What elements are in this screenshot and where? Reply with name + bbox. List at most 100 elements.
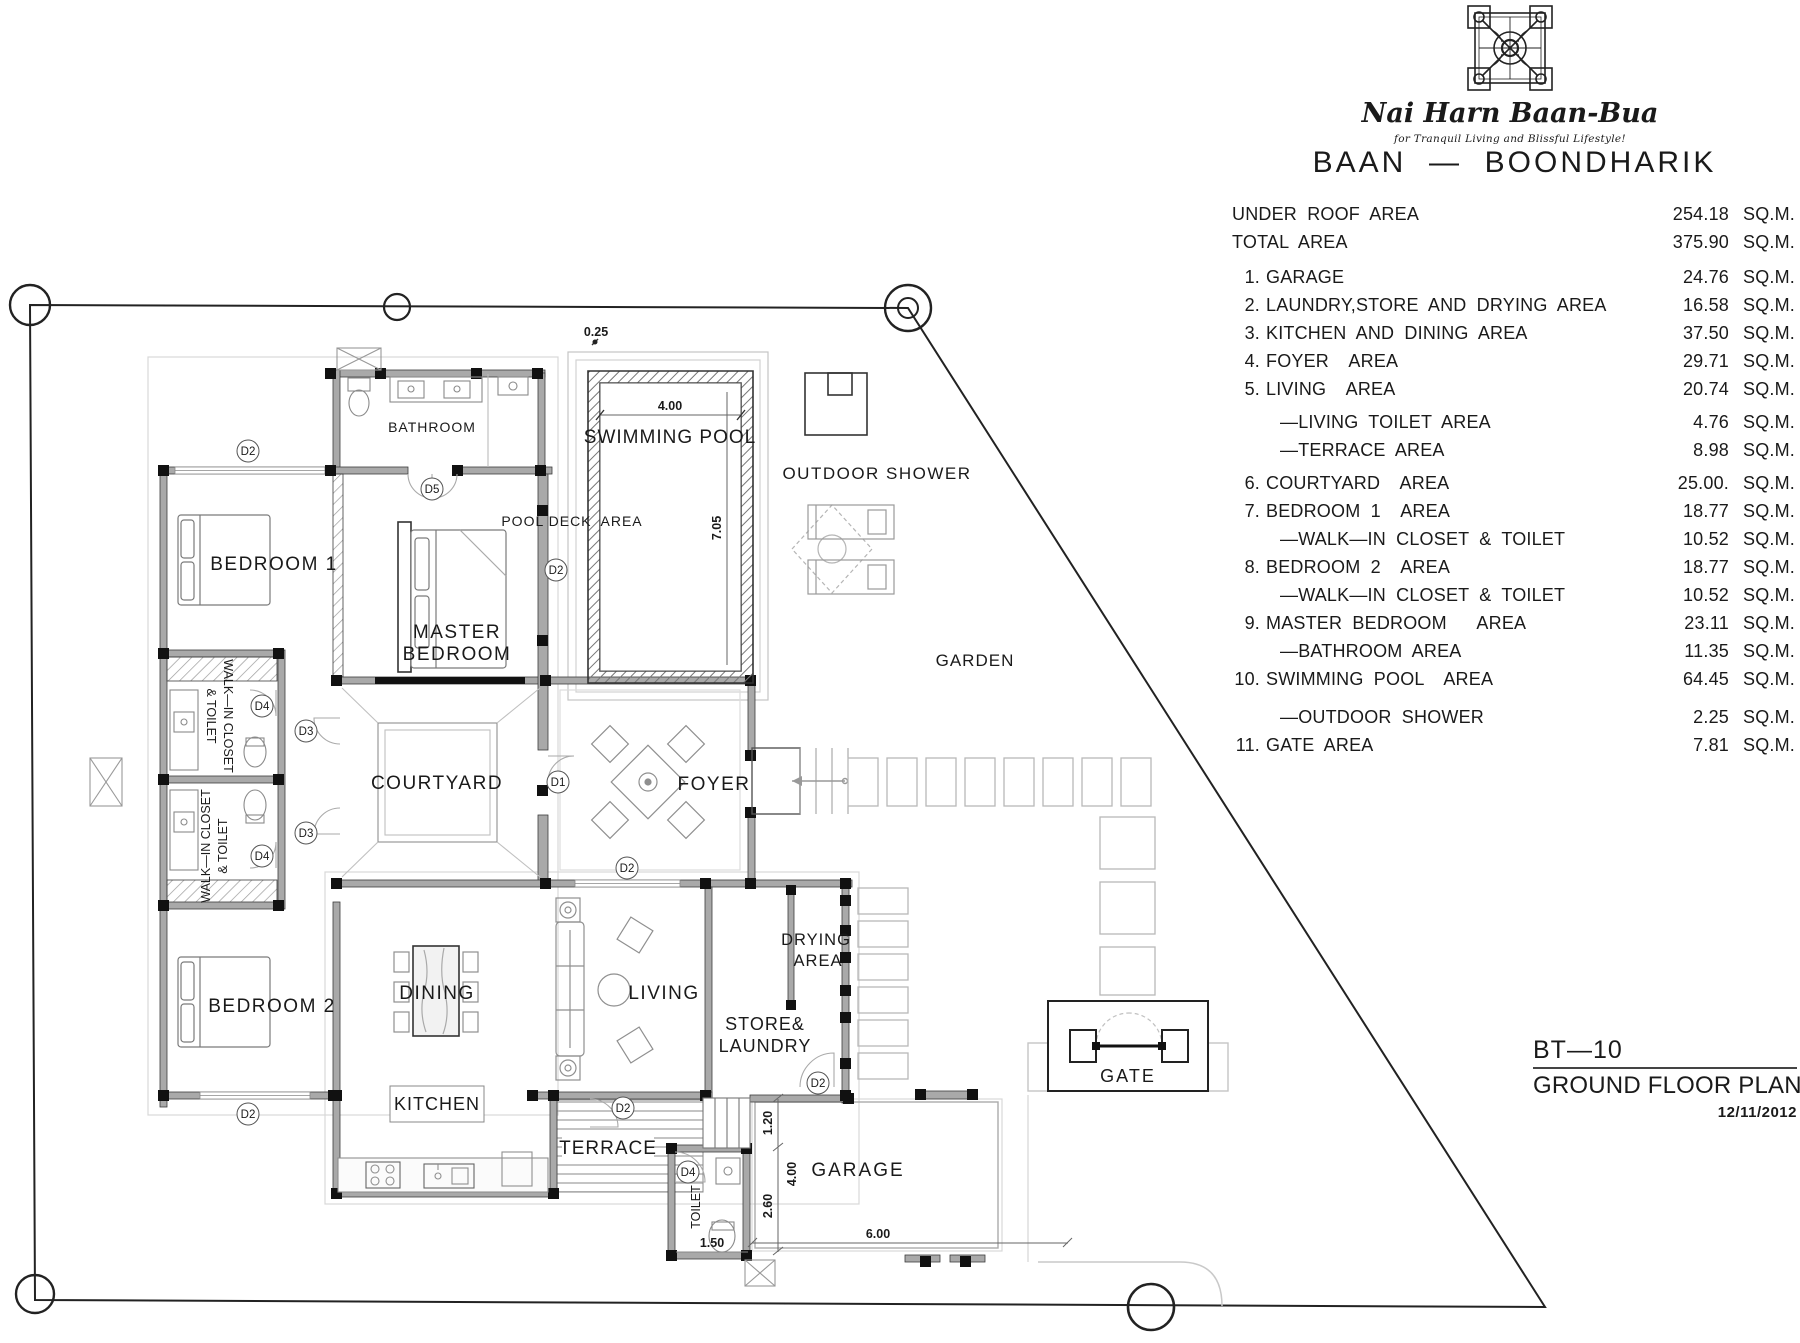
bedroom2-bed	[177, 956, 271, 1048]
dining-label: DINING	[399, 983, 475, 1004]
courtyard-label: COURTYARD	[371, 773, 503, 794]
area-row: 10. SWIMMING POOL AREA 64.45 SQ.M.	[1232, 665, 1797, 693]
area-unit: SQ.M.	[1743, 411, 1796, 432]
area-unit: SQ.M.	[1743, 439, 1796, 460]
area-unit: SQ.M.	[1743, 668, 1796, 689]
bathroom-fixtures	[336, 347, 529, 467]
row-number: 1.	[1244, 266, 1260, 287]
area-label: BEDROOM 1 AREA	[1266, 500, 1451, 521]
area-value: 23.11	[1684, 612, 1729, 633]
garden-label: GARDEN	[936, 651, 1015, 670]
dimension-lines	[676, 1093, 1073, 1256]
area-value: 10.52	[1682, 584, 1729, 605]
area-unit: SQ.M.	[1743, 266, 1796, 287]
area-label: —OUTDOOR SHOWER	[1280, 706, 1484, 727]
brand-name: Nai Harn Baan-Bua	[1361, 98, 1659, 129]
brand-tagline: for Tranquil Living and Blissful Lifesty…	[1394, 133, 1626, 145]
dim-400-pool: 4.00	[658, 399, 682, 413]
area-value: 254.18	[1672, 203, 1729, 224]
door-tag-d2: D2	[620, 863, 635, 875]
area-row: 11. GATE AREA 7.81 SQ.M.	[1232, 731, 1797, 759]
bedroom2-label: BEDROOM 2	[208, 996, 336, 1017]
area-unit: SQ.M.	[1743, 322, 1796, 343]
area-label: MASTER BEDROOM AREA	[1266, 612, 1527, 633]
foyer-label: FOYER	[678, 774, 751, 795]
walkin-closet1-label: & TOILET	[204, 688, 218, 743]
survey-marker-icon	[8, 283, 52, 327]
door-tag-d5: D5	[425, 484, 440, 496]
area-unit: SQ.M.	[1743, 472, 1796, 493]
area-label: FOYER AREA	[1266, 350, 1399, 371]
door-tags: D2 D5 D2 D3 D3 D4 D4 D1 D2 D2 D2 D2 D4	[236, 439, 830, 1184]
dim-705: 7.05	[710, 516, 724, 540]
area-value: 64.45	[1682, 668, 1729, 689]
dim-400-garage: 4.00	[785, 1162, 799, 1186]
row-number: 4.	[1244, 350, 1260, 371]
area-value: 16.58	[1682, 294, 1729, 315]
area-row: —BATHROOM AREA 11.35 SQ.M.	[1232, 637, 1797, 665]
area-row: 4. FOYER AREA 29.71 SQ.M.	[1232, 347, 1797, 375]
area-label: —BATHROOM AREA	[1280, 640, 1462, 661]
area-row: 5. LIVING AREA 20.74 SQ.M.	[1232, 375, 1797, 403]
driveway-curb	[1038, 1261, 1223, 1307]
area-unit: SQ.M.	[1743, 734, 1796, 755]
area-row: 2. LAUNDRY,STORE AND DRYING AREA 16.58 S…	[1232, 291, 1797, 319]
area-row: 9. MASTER BEDROOM AREA 23.11 SQ.M.	[1232, 609, 1797, 637]
area-label: —LIVING TOILET AREA	[1280, 411, 1491, 432]
area-label: GARAGE	[1266, 266, 1345, 287]
area-unit: SQ.M.	[1743, 231, 1796, 252]
site-boundary	[8, 283, 1547, 1332]
dim-025: 0.25	[584, 325, 608, 339]
bedroom1-bed	[177, 514, 271, 606]
swimming-pool-label: SWIMMING POOL	[584, 427, 756, 448]
area-row: 3. KITCHEN AND DINING AREA 37.50 SQ.M.	[1232, 319, 1797, 347]
area-label: COURTYARD AREA	[1266, 472, 1450, 493]
row-number: 8.	[1244, 556, 1260, 577]
row-number: 9.	[1244, 612, 1260, 633]
area-unit: SQ.M.	[1743, 556, 1796, 577]
door-tag-d2: D2	[811, 1078, 826, 1090]
area-value: 24.76	[1682, 266, 1729, 287]
sheet-number: BT—10	[1533, 1036, 1623, 1064]
row-number: 7.	[1244, 500, 1260, 521]
walkin-closet2-label: & TOILET	[216, 818, 230, 873]
area-value: 18.77	[1682, 500, 1729, 521]
footer-divider	[1533, 1067, 1797, 1069]
area-table: UNDER ROOF AREA 254.18 SQ.M. TOTAL AREA …	[1232, 200, 1797, 759]
area-value: 375.90	[1672, 231, 1729, 252]
garage-label: GARAGE	[811, 1160, 904, 1181]
store-laundry-label: LAUNDRY	[719, 1036, 812, 1056]
area-row: 8. BEDROOM 2 AREA 18.77 SQ.M.	[1232, 553, 1797, 581]
door-tag-d1: D1	[551, 777, 566, 789]
area-unit: SQ.M.	[1743, 203, 1796, 224]
door-tag-d4: D4	[681, 1167, 696, 1179]
area-unit: SQ.M.	[1743, 350, 1796, 371]
master-bedroom-label: MASTER	[413, 622, 501, 643]
master-bed	[397, 521, 507, 673]
courtyard-pond	[341, 687, 541, 878]
project-title: BAAN — BOONDHARIK	[1312, 146, 1717, 179]
master-bedroom-label: BEDROOM	[403, 644, 512, 665]
door-tag-d3: D3	[299, 828, 314, 840]
dimension-texts: 0.25 4.00 7.05 1.20 4.00 2.60 1.50 6.00	[584, 325, 890, 1250]
area-value: 11.35	[1684, 640, 1729, 661]
area-row: 6. COURTYARD AREA 25.00. SQ.M.	[1232, 469, 1797, 497]
kitchen-counter	[337, 1151, 776, 1287]
living-label: LIVING	[628, 983, 699, 1004]
row-number: 2.	[1244, 294, 1260, 315]
area-unit: SQ.M.	[1743, 640, 1796, 661]
area-label: UNDER ROOF AREA	[1232, 203, 1420, 224]
kitchen-label: KITCHEN	[394, 1094, 480, 1114]
gate-label: GATE	[1100, 1066, 1156, 1086]
bathroom-label: BATHROOM	[388, 419, 476, 435]
area-value: 20.74	[1682, 378, 1729, 399]
area-unit: SQ.M.	[1743, 612, 1796, 633]
row-number: 11.	[1235, 734, 1260, 755]
row-number: 3.	[1244, 322, 1260, 343]
area-summary-row: UNDER ROOF AREA 254.18 SQ.M.	[1232, 200, 1797, 228]
area-row: 7. BEDROOM 1 AREA 18.77 SQ.M.	[1232, 497, 1797, 525]
area-unit: SQ.M.	[1743, 294, 1796, 315]
area-unit: SQ.M.	[1743, 378, 1796, 399]
